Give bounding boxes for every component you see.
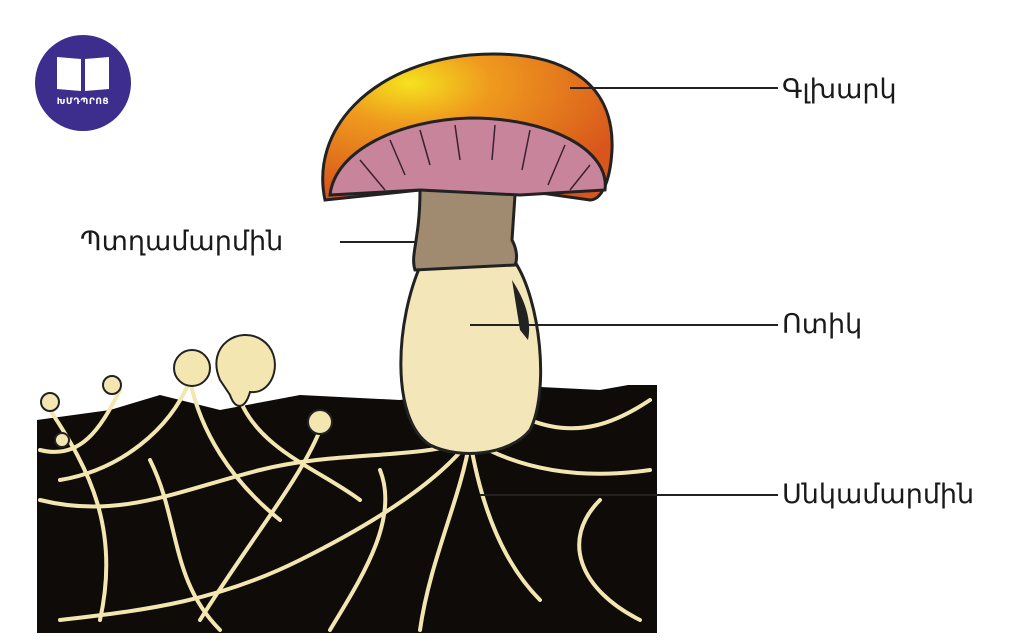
label-stem: Ոտիկ bbox=[782, 309, 863, 340]
stem bbox=[399, 260, 543, 455]
book-icon bbox=[57, 57, 109, 91]
publisher-logo: ԽՄԴՊՐՈՑ bbox=[35, 35, 131, 131]
mycelium-threads bbox=[38, 378, 652, 632]
label-fruiting-body: Պտղամարմին bbox=[80, 226, 284, 257]
logo-text: ԽՄԴՊՐՈՑ bbox=[56, 97, 110, 107]
leader-lines bbox=[340, 87, 778, 496]
soil bbox=[37, 385, 657, 633]
young-fruiting-bodies bbox=[40, 334, 333, 448]
label-mycelium: Սնկամարմին bbox=[782, 479, 975, 510]
label-cap: Գլխարկ bbox=[782, 74, 897, 105]
gills bbox=[328, 116, 607, 197]
